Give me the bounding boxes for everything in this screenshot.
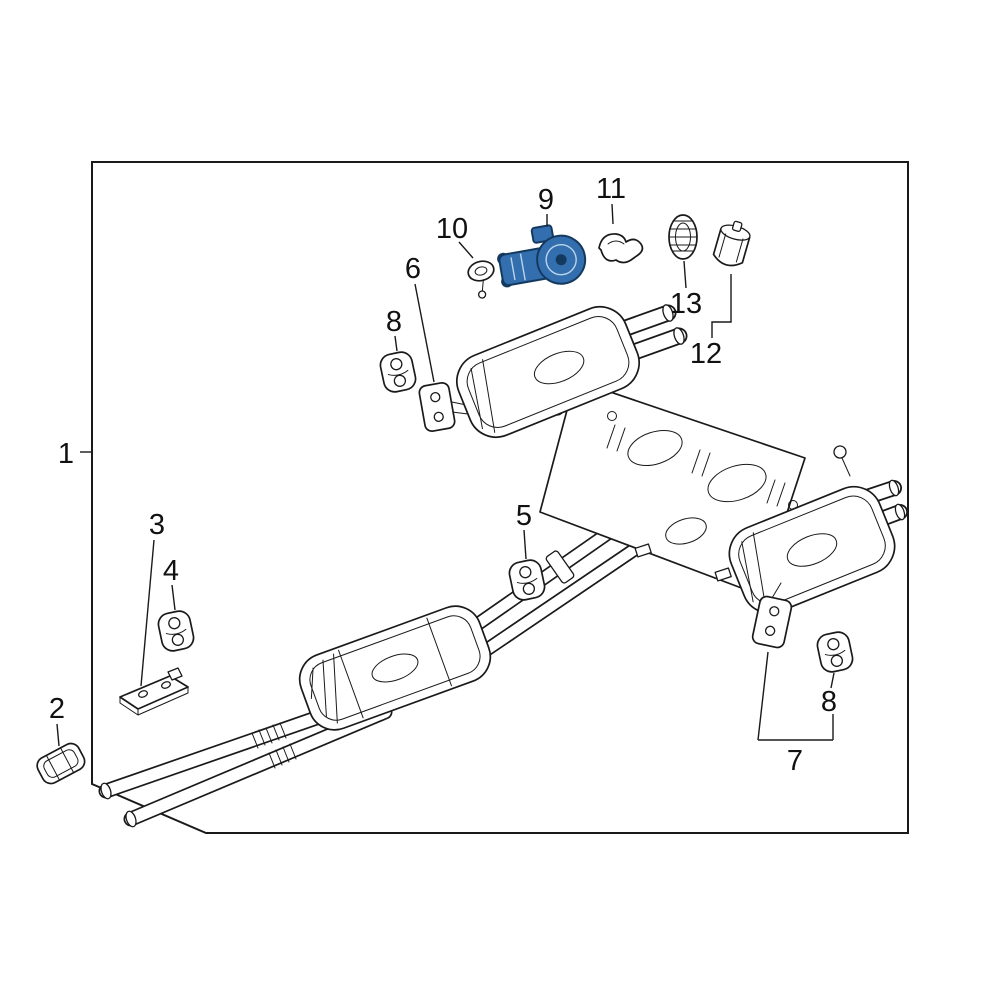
callout-2[interactable]: 2 bbox=[49, 693, 65, 725]
callout-10[interactable]: 10 bbox=[436, 213, 468, 245]
part-9-valve-actuator-highlighted[interactable] bbox=[494, 220, 589, 294]
part-2-clamp[interactable] bbox=[34, 740, 88, 786]
part-10-grommet[interactable] bbox=[466, 258, 500, 300]
left-rear-muffler[interactable] bbox=[448, 298, 647, 445]
leader-8-left bbox=[394, 335, 398, 352]
callout-6[interactable]: 6 bbox=[405, 253, 421, 285]
leader-lines bbox=[56, 203, 835, 747]
right-rear-muffler[interactable] bbox=[721, 478, 903, 621]
callout-8-left[interactable]: 8 bbox=[386, 306, 402, 338]
callout-12[interactable]: 12 bbox=[690, 338, 722, 370]
leader-2 bbox=[56, 723, 60, 747]
leader-4 bbox=[171, 584, 176, 611]
callout-5[interactable]: 5 bbox=[516, 500, 532, 532]
part-6-bracket[interactable] bbox=[418, 382, 456, 433]
leader-3 bbox=[140, 539, 155, 687]
part-7-bracket[interactable] bbox=[751, 582, 793, 649]
part-13-grommet[interactable] bbox=[668, 214, 698, 260]
part-3-bracket[interactable] bbox=[119, 667, 189, 716]
callout-4[interactable]: 4 bbox=[163, 555, 179, 587]
leader-11 bbox=[611, 203, 614, 225]
middle-muffler[interactable] bbox=[292, 599, 497, 737]
leader-8-right bbox=[830, 672, 835, 689]
hanger-hook bbox=[833, 445, 851, 477]
callout-13[interactable]: 13 bbox=[670, 288, 702, 320]
callout-11[interactable]: 11 bbox=[596, 173, 626, 205]
callout-1[interactable]: 1 bbox=[58, 438, 74, 470]
leader-5 bbox=[523, 529, 527, 560]
callouts: 1 2 3 4 5 6 7 8 8 9 10 11 12 13 bbox=[49, 173, 837, 777]
front-pipes bbox=[98, 700, 393, 828]
leader-10 bbox=[458, 241, 474, 259]
part-12-vacuum-actuator[interactable] bbox=[712, 218, 753, 269]
leader-12 bbox=[711, 274, 732, 338]
part-11-clip[interactable] bbox=[598, 233, 644, 264]
leader-7 bbox=[757, 651, 834, 741]
callout-3[interactable]: 3 bbox=[149, 509, 165, 541]
leader-6 bbox=[414, 283, 435, 383]
callout-7[interactable]: 7 bbox=[787, 745, 803, 777]
callout-9[interactable]: 9 bbox=[538, 184, 554, 216]
diagram-frame bbox=[91, 161, 909, 834]
leader-13 bbox=[683, 260, 687, 289]
callout-8-right[interactable]: 8 bbox=[821, 686, 837, 718]
